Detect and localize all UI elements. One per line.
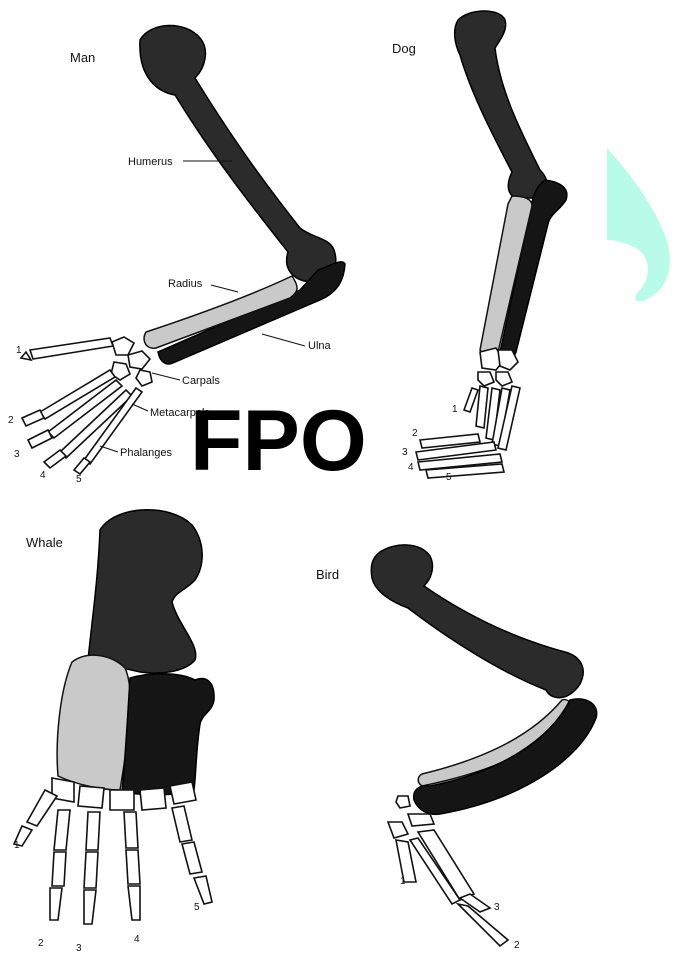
carpals-label: Carpals — [182, 375, 220, 387]
whale-title: Whale — [26, 535, 63, 550]
cyan-decoration — [607, 148, 670, 302]
bird-digit-2: 2 — [514, 940, 520, 951]
dog-digit-1: 1 — [452, 404, 458, 415]
dog-digit-3: 3 — [402, 447, 408, 458]
whale-digit-3: 3 — [76, 943, 82, 954]
dog-digit-4: 4 — [408, 462, 414, 473]
whale-radius — [57, 655, 130, 790]
whale-ulna — [122, 674, 214, 795]
man-title: Man — [70, 50, 95, 65]
bird-digit-1: 1 — [400, 876, 406, 887]
whale-digit-2: 2 — [38, 938, 44, 949]
whale-digit-4: 4 — [134, 934, 140, 945]
man-digit-3: 3 — [14, 449, 20, 460]
dog-paw — [416, 348, 520, 478]
radius-label: Radius — [168, 278, 203, 290]
bird-limb: Bird 1 2 3 — [316, 545, 597, 951]
bird-title: Bird — [316, 567, 339, 582]
man-digit-4: 4 — [40, 470, 46, 481]
whale-humerus — [88, 510, 202, 673]
fpo-watermark: FPO — [190, 393, 367, 489]
man-humerus — [140, 25, 336, 282]
whale-digit-1: 1 — [14, 840, 20, 851]
whale-digit-5: 5 — [194, 902, 200, 913]
man-digit-1: 1 — [16, 345, 22, 356]
man-digit-2: 2 — [8, 415, 14, 426]
dog-digit-5: 5 — [446, 472, 452, 483]
humerus-label: Humerus — [128, 156, 173, 168]
ulna-label: Ulna — [308, 340, 332, 352]
dog-limb: Dog 1 2 3 4 5 — [392, 11, 567, 483]
dog-title: Dog — [392, 41, 416, 56]
bird-hand — [388, 796, 508, 946]
dog-digit-2: 2 — [412, 428, 418, 439]
bird-digit-3: 3 — [494, 902, 500, 913]
bird-humerus — [371, 545, 583, 698]
whale-flipper — [14, 778, 212, 924]
dog-humerus — [455, 11, 548, 198]
man-digit-5: 5 — [76, 474, 82, 485]
whale-limb: Whale 1 2 — [14, 510, 214, 954]
phalanges-label: Phalanges — [120, 447, 172, 459]
